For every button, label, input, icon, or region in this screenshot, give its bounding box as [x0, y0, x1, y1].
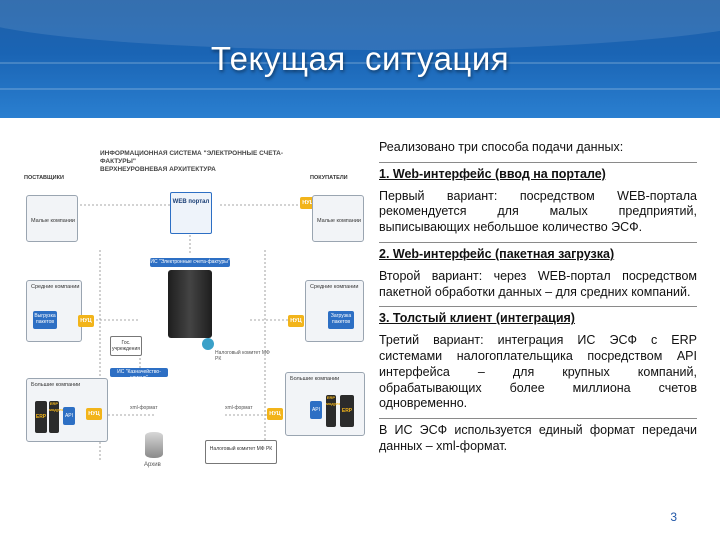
- banner-streak: [0, 62, 720, 64]
- tax-committee-box: Налоговый комитет МФ РК: [205, 440, 277, 464]
- archive-db-icon: [145, 432, 163, 458]
- small-companies-supplier: Малые компании: [26, 195, 78, 242]
- title-banner: Текущая ситуация: [0, 0, 720, 118]
- method-2-heading: 2. Web-интерфейс (пакетная загрузка): [379, 246, 615, 261]
- method-1-text: Первый вариант: посредством WEB-портала …: [379, 188, 697, 235]
- tax-committee-box-label: Налоговый комитет МФ РК: [209, 446, 273, 452]
- xml-format-label-left: xml-формат: [130, 405, 158, 411]
- load-packages-button: Выгрузка пакетов: [33, 311, 57, 329]
- web-portal-box: WEB портал: [170, 192, 212, 234]
- method-1-heading: 1. Web-интерфейс (ввод на портале): [379, 166, 606, 181]
- slide-title: Текущая ситуация: [210, 40, 510, 77]
- nuc-badge-supplier-large: НУЦ: [86, 408, 102, 420]
- medium-companies-supplier: Средние компании Выгрузка пакетов: [26, 280, 82, 342]
- tax-committee-emblem: [202, 338, 214, 350]
- large-companies-label-buyer: Большие компании: [290, 376, 340, 382]
- intro-text: Реализовано три способа подачи данных:: [379, 140, 624, 154]
- method-2-text: Второй вариант: через WEB-портал посредс…: [379, 268, 697, 299]
- large-companies-buyer: Большие компании API ERP модуль ERP: [285, 372, 365, 436]
- medium-companies-label: Средние компании: [31, 284, 80, 290]
- erp-module-supplier: ERP модуль: [49, 401, 64, 433]
- divider: [379, 418, 697, 420]
- buyers-label: ПОКУПАТЕЛИ: [310, 175, 348, 181]
- nuc-badge-buyer-large: НУЦ: [267, 408, 283, 420]
- xml-format-label-right: xml-формат: [225, 405, 253, 411]
- nuc-badge-supplier-medium: НУЦ: [78, 315, 94, 327]
- archive-label: Архив: [144, 462, 161, 468]
- small-companies-label-buyer: Малые компании: [317, 218, 361, 224]
- server-icon: [168, 270, 212, 338]
- is-esf-label: ИС "Электронные счета-фактуры": [150, 258, 230, 267]
- erp-block-buyer: ERP: [340, 395, 354, 427]
- page-number: 3: [670, 510, 677, 524]
- description-panel: Реализовано три способа подачи данных: 1…: [379, 140, 697, 461]
- large-companies-label: Большие компании: [31, 382, 81, 388]
- small-companies-label: Малые компании: [31, 218, 75, 224]
- diagram-title: ИНФОРМАЦИОННАЯ СИСТЕМА "ЭЛЕКТРОННЫЕ СЧЕТ…: [100, 150, 300, 174]
- banner-streak: [0, 88, 720, 90]
- web-portal-label: WEB портал: [172, 199, 210, 205]
- method-3-text: Третий вариант: интеграция ИС ЭСФ с ERP …: [379, 333, 697, 411]
- erp-block-supplier: ERP: [35, 401, 47, 433]
- format-text: В ИС ЭСФ используется единый формат пере…: [379, 423, 697, 453]
- medium-companies-buyer: Средние компании Загрузка пакетов: [305, 280, 364, 342]
- is-tax-label: ИС "Казначейство-клиент": [110, 368, 168, 381]
- api-block-buyer: API: [310, 401, 322, 419]
- small-companies-buyer: Малые компании: [312, 195, 364, 242]
- banner-glow: [0, 0, 720, 50]
- method-3-heading: 3. Толстый клиент (интеграция): [379, 311, 575, 326]
- medium-companies-label-buyer: Средние компании: [310, 284, 359, 290]
- erp-module-buyer: ERP модуль: [326, 395, 341, 427]
- gov-bodies-box: Гос. учреждения: [110, 336, 142, 356]
- diagram-title-line2: ВЕРХНЕУРОВНЕВАЯ АРХИТЕКТУРА: [100, 166, 216, 173]
- tax-committee-label: Налоговый комитет МФ РК: [215, 350, 270, 362]
- diagram-title-line1: ИНФОРМАЦИОННАЯ СИСТЕМА "ЭЛЕКТРОННЫЕ СЧЕТ…: [100, 150, 283, 165]
- divider: [379, 241, 697, 243]
- divider: [379, 161, 697, 163]
- suppliers-label: ПОСТАВЩИКИ: [24, 175, 64, 181]
- divider: [379, 306, 697, 308]
- api-block-supplier: API: [63, 407, 75, 425]
- gov-bodies-label: Гос. учреждения: [112, 340, 140, 352]
- upload-packages-button: Загрузка пакетов: [328, 311, 354, 329]
- architecture-diagram: ИНФОРМАЦИОННАЯ СИСТЕМА "ЭЛЕКТРОННЫЕ СЧЕТ…: [20, 140, 365, 485]
- nuc-badge-buyer-medium: НУЦ: [288, 315, 304, 327]
